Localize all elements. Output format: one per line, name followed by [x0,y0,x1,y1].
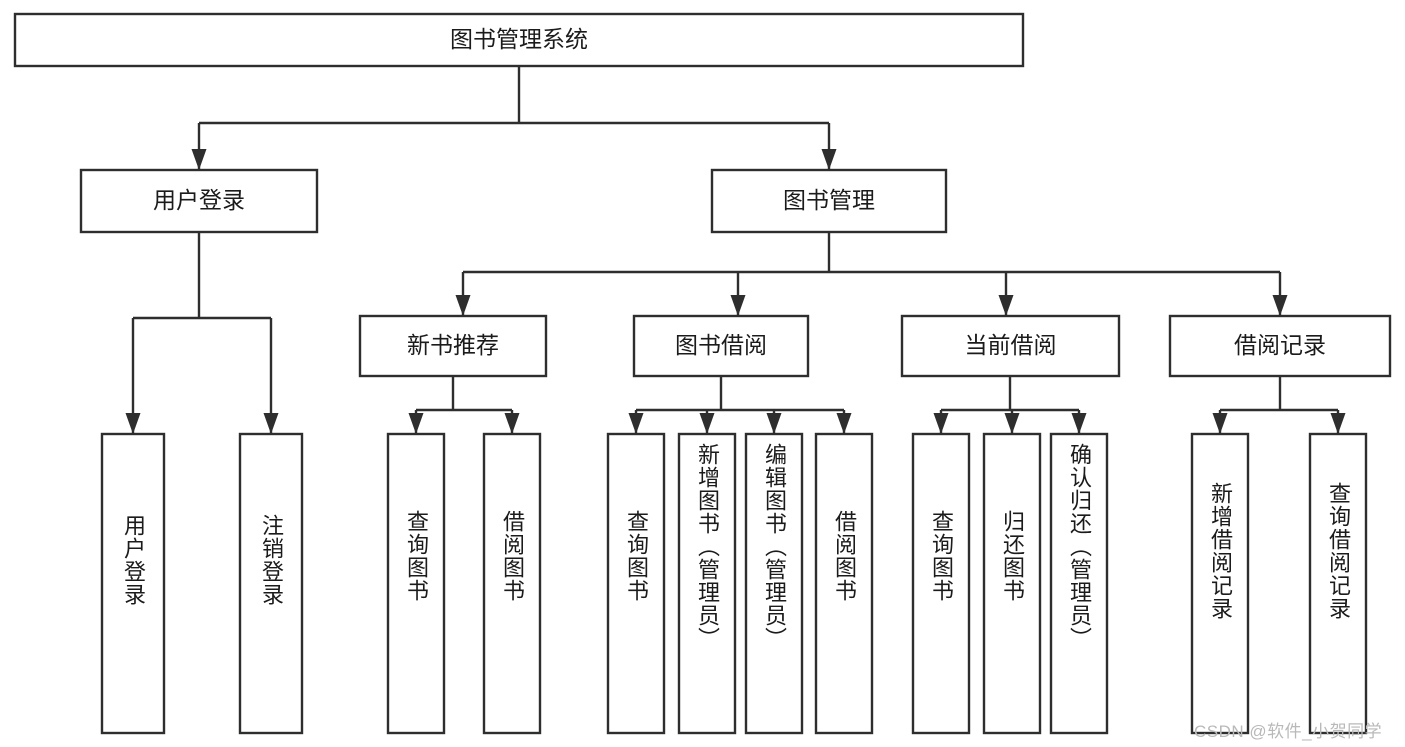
leaf-return-books[interactable] [982,432,1042,735]
node-root-library-system-label: 图书管理系统 [450,26,588,52]
leaf-query-books-current[interactable] [911,432,971,735]
leaf-add-borrow-record[interactable] [1190,432,1250,735]
leaf-query-borrow-record[interactable] [1308,432,1368,735]
node-book-management[interactable] [710,168,948,234]
arrow-leaf-3 [699,413,715,434]
leaf-borrow-books-recommend[interactable] [482,432,542,735]
node-root-library-system[interactable] [13,12,1025,68]
arrow-leaf-8 [1071,413,1087,434]
box-layer [13,12,1392,735]
csdn-watermark: CSDN @软件_小贺同学 [1194,722,1383,741]
arrow-leaf-4 [766,413,782,434]
node-current-borrow-label: 当前借阅 [965,332,1057,358]
node-book-borrow-label: 图书借阅 [675,332,767,358]
leaf-user-login[interactable] [100,432,166,735]
leaf-query-books-borrow[interactable] [606,432,666,735]
leaf-user-logout[interactable] [238,432,304,735]
node-current-borrow[interactable] [900,314,1121,378]
node-new-book-recommend[interactable] [358,314,548,378]
arrow-leaf-7 [1004,413,1020,434]
arrow-level2-3 [1272,295,1288,316]
arrow-leaf-2 [628,413,644,434]
leaf-borrow-books-borrow[interactable] [814,432,874,735]
arrow-leaf-0 [408,413,424,434]
arrow-level2-2 [998,295,1014,316]
connector-layer [125,66,1346,434]
arrow-leaf-10 [1330,413,1346,434]
arrow-level2-1 [730,295,746,316]
node-user-login[interactable] [79,168,319,234]
node-book-borrow[interactable] [632,314,810,378]
leaf-add-book-admin[interactable] [677,432,737,735]
arrow-leaf-5 [836,413,852,434]
node-borrow-record-label: 借阅记录 [1234,332,1326,358]
node-user-login-label: 用户登录 [153,187,245,213]
arrow-user-login-0 [125,413,141,434]
leaf-confirm-return-admin[interactable] [1049,432,1109,735]
node-borrow-record[interactable] [1168,314,1392,378]
arrow-level1-0 [191,149,207,170]
arrow-level1-1 [821,149,837,170]
arrow-leaf-1 [504,413,520,434]
arrow-leaf-9 [1212,413,1228,434]
node-new-book-recommend-label: 新书推荐 [407,332,499,358]
node-book-management-label: 图书管理 [783,187,875,213]
arrow-level2-0 [455,295,471,316]
leaf-query-books-recommend[interactable] [386,432,446,735]
arrow-user-login-1 [263,413,279,434]
arrow-leaf-6 [933,413,949,434]
leaf-edit-book-admin[interactable] [744,432,804,735]
